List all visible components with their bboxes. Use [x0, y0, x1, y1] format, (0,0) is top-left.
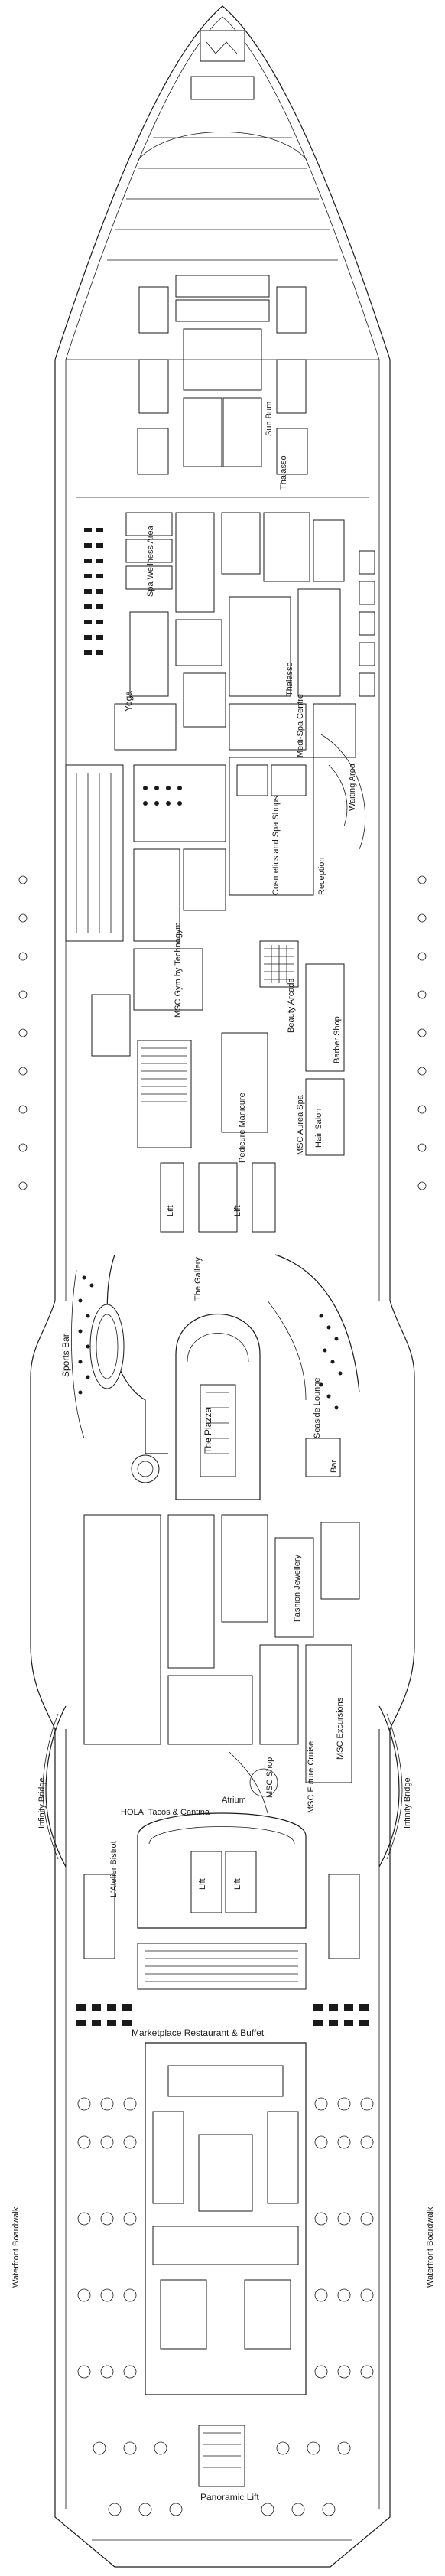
promenade-seating	[18, 875, 427, 1190]
infinity-bridge-wings	[42, 1705, 403, 1868]
lift-core-upper	[137, 1032, 276, 1233]
label-cosmetics-spa-shops[interactable]: Cosmetics and Spa Shops	[271, 796, 281, 895]
label-hola-tacos-cantina[interactable]: HOLA! Tacos & Cantina	[121, 1808, 210, 1817]
spa-area	[84, 512, 375, 758]
label-sun-bum[interactable]: Sun Bum	[265, 402, 274, 436]
label-medi-spa-centre[interactable]: Medi-Spa Centre	[296, 694, 305, 757]
marketplace-area	[76, 2004, 374, 2541]
label-msc-aurea-spa[interactable]: MSC Aurea Spa	[296, 1094, 305, 1155]
label-waterfront-boardwalk-right[interactable]: Waterfront Boardwalk	[426, 2206, 435, 2288]
label-hair-salon[interactable]: Hair Salon	[314, 1109, 323, 1148]
piazza-area	[71, 1254, 360, 1500]
label-marketplace-restaurant[interactable]: Marketplace Restaurant & Buffet	[132, 2027, 265, 2038]
label-yoga[interactable]: Yoga	[123, 691, 134, 712]
gym-area	[65, 734, 365, 1156]
label-spa-wellness-area[interactable]: Spa Wellness Area	[146, 525, 155, 597]
label-thalasso-lower[interactable]: Thalasso	[285, 662, 294, 696]
label-lift-1[interactable]: Lift	[166, 1205, 175, 1216]
labels: Sun Bum Thalasso Spa Wellness Area Thala…	[11, 402, 435, 2503]
label-waterfront-boardwalk-left[interactable]: Waterfront Boardwalk	[11, 2206, 21, 2288]
label-fashion-jewellery[interactable]: Fashion Jewellery	[293, 1554, 302, 1622]
label-atrium[interactable]: Atrium	[222, 1796, 246, 1805]
label-the-gallery[interactable]: The Gallery	[193, 1257, 203, 1301]
label-latelier-bistrot[interactable]: L'Atelier Bistrot	[109, 1841, 119, 1897]
label-seaside-lounge[interactable]: Seaside Lounge	[313, 1377, 322, 1438]
label-bar[interactable]: Bar	[330, 1460, 339, 1473]
label-lift-3[interactable]: Lift	[198, 1878, 207, 1890]
label-msc-gym[interactable]: MSC Gym by Technogym	[174, 922, 183, 1018]
label-reception[interactable]: Reception	[317, 857, 326, 895]
label-panoramic-lift[interactable]: Panoramic Lift	[200, 2492, 259, 2503]
label-waiting-area[interactable]: Waiting Area	[348, 763, 357, 811]
label-msc-excursions[interactable]: MSC Excursions	[336, 1697, 345, 1760]
label-msc-future-cruise[interactable]: MSC Future Cruise	[307, 1741, 316, 1813]
label-barber-shop[interactable]: Barber Shop	[333, 1016, 342, 1063]
label-lift-2[interactable]: Lift	[233, 1205, 242, 1216]
label-pedicure-manicure[interactable]: Pedicure Manicure	[238, 1093, 247, 1163]
inner-hull	[65, 16, 380, 2509]
label-beauty-arcade[interactable]: Beauty Arcade	[287, 978, 296, 1033]
label-sports-bar[interactable]: Sports Bar	[60, 1334, 71, 1377]
label-infinity-bridge-right[interactable]: Infinity Bridge	[403, 1777, 412, 1829]
label-infinity-bridge-left[interactable]: Infinity Bridge	[37, 1777, 47, 1829]
label-the-piazza[interactable]: The Piazza	[203, 1408, 213, 1454]
label-msc-shop[interactable]: MSC Shop	[265, 1757, 274, 1798]
shops-block	[83, 1514, 360, 1814]
atrium-core	[83, 1812, 360, 1990]
label-thalasso-upper[interactable]: Thalasso	[279, 455, 288, 490]
bow-area	[66, 30, 379, 498]
hull-outline	[30, 5, 415, 2568]
label-lift-4[interactable]: Lift	[233, 1878, 242, 1890]
